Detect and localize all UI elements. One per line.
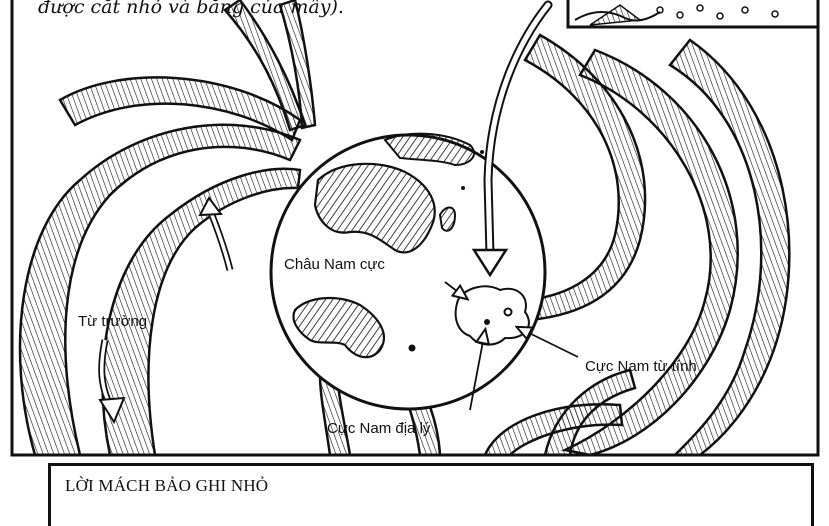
- note-box: LỜI MÁCH BẢO GHI NHỎ: [48, 463, 814, 526]
- label-antarctica: Châu Nam cực: [284, 256, 385, 273]
- cloud-image-fragment: [568, 0, 818, 27]
- field-lines-left: [20, 0, 315, 455]
- caption-fragment: được cắt nhỏ và bằng của mây).: [38, 0, 344, 18]
- label-magnetic-south-pole: Cực Nam từ tính: [585, 358, 697, 375]
- illustration-panel: được cắt nhỏ và bằng của mây). Châu Nam …: [0, 0, 829, 502]
- note-box-title: LỜI MÁCH BẢO GHI NHỎ: [65, 476, 268, 496]
- island-madagascar: [440, 208, 455, 231]
- pointer-magnetic-pole: [523, 330, 578, 357]
- geographic-pole-dot: [484, 319, 490, 325]
- label-magnetic-field: Từ trường: [78, 313, 147, 330]
- label-geographic-south-pole: Cực Nam địa lý: [327, 420, 430, 437]
